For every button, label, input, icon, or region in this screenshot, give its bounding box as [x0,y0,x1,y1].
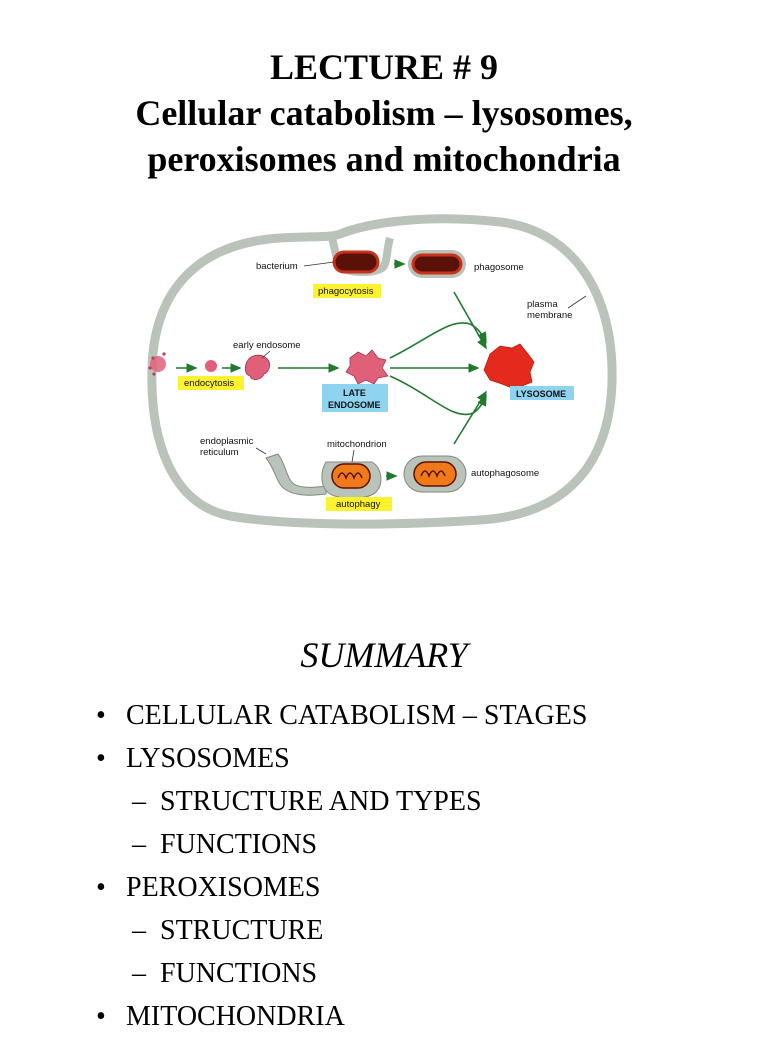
outline-item-text: MITOCHONDRIA [126,1001,345,1032]
late-endosome-label-1: LATE [343,388,366,398]
outline-subitem-text: STRUCTURE AND TYPES [160,786,482,817]
autophagy-label: autophagy [336,499,381,510]
dash-marker: – [132,786,146,817]
outline-subitem-text: FUNCTIONS [160,829,318,860]
bacterium-label: bacterium [256,261,298,272]
er-label-line1: endoplasmic [200,436,254,447]
outline-subitem: –FUNCTIONS [96,952,736,995]
phagosome-label: phagosome [474,262,524,273]
lecture-title: LECTURE # 9 Cellular catabolism – lysoso… [0,44,768,182]
lysosome-icon [483,343,535,389]
outline-item: • CELLULAR CATABOLISM – STAGES [96,694,736,737]
late-endosome-label-2: ENDOSOME [328,400,381,410]
plasma-label-line1: plasma [527,299,558,310]
outline-item-text: LYSOSOMES [126,743,290,774]
outline-item-text: CELLULAR CATABOLISM – STAGES [126,700,588,731]
mitochondrion-label: mitochondrion [327,439,387,450]
outline-subitem: –STRUCTURE AND TYPES [96,780,736,823]
summary-heading: SUMMARY [300,635,468,675]
outline-item: • MITOCHONDRIA [96,995,736,1038]
bullet-marker: • [96,743,106,774]
endocytosis-vesicles-icon [148,352,270,380]
title-line-1: LECTURE # 9 [269,47,499,87]
outline-subitem-text: FUNCTIONS [160,958,318,989]
mitochondrion-icon [331,463,371,489]
title-line-2: Cellular catabolism – lysosomes, [135,93,633,133]
endocytosis-label: endocytosis [184,378,234,389]
dash-marker: – [132,958,146,989]
early-endosome-label: early endosome [233,340,301,351]
bacterium-icon [332,250,380,274]
outline-item-text: PEROXISOMES [126,872,321,903]
bullet-marker: • [96,700,106,731]
bullet-marker: • [96,872,106,903]
phagocytosis-label: phagocytosis [318,286,374,297]
late-endosome-icon [345,349,389,385]
plasma-label-line2: membrane [527,310,572,321]
dash-marker: – [132,829,146,860]
outline-item: • PEROXISOMES [96,866,736,909]
outline-subitem: –STRUCTURE [96,909,736,952]
cell-diagram-svg: bacterium phagocytosis phagosome plasma … [147,214,617,529]
autophagosome-label: autophagosome [471,468,539,479]
title-line-3: peroxisomes and mitochondria [147,139,621,179]
bullet-marker: • [96,1001,106,1032]
dash-marker: – [132,915,146,946]
catabolism-diagram: bacterium phagocytosis phagosome plasma … [140,208,620,533]
outline-item: • LYSOSOMES [96,737,736,780]
outline-subitem: –FUNCTIONS [96,823,736,866]
lysosome-label: LYSOSOME [516,389,566,399]
er-label-line2: reticulum [200,447,239,458]
outline-subitem-text: STRUCTURE [160,915,324,946]
summary-outline: • CELLULAR CATABOLISM – STAGES • LYSOSOMES… [96,694,736,1038]
